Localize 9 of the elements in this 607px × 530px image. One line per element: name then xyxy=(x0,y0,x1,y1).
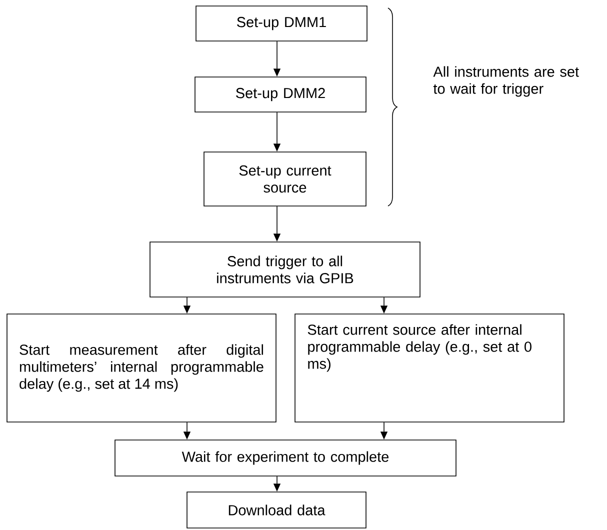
annotation-text: All instruments are set to wait for trigger xyxy=(433,66,579,97)
process-box: Wait for experiment to complete xyxy=(114,440,456,476)
process-box: Start measurement after digital multimeters’ internal programmable delay (e.g., set at 14 ms) xyxy=(6,314,276,422)
process-box: Set-up DMM1 xyxy=(196,6,368,42)
process-box: Set-up DMM2 xyxy=(194,76,366,112)
process-box: Start current source after internal programmable delay (e.g., set at 0 ms) xyxy=(294,314,564,422)
process-box: Send trigger to all instruments via GPIB xyxy=(150,242,420,298)
process-box: Download data xyxy=(186,492,366,528)
process-box: Set-up current source xyxy=(204,152,366,206)
